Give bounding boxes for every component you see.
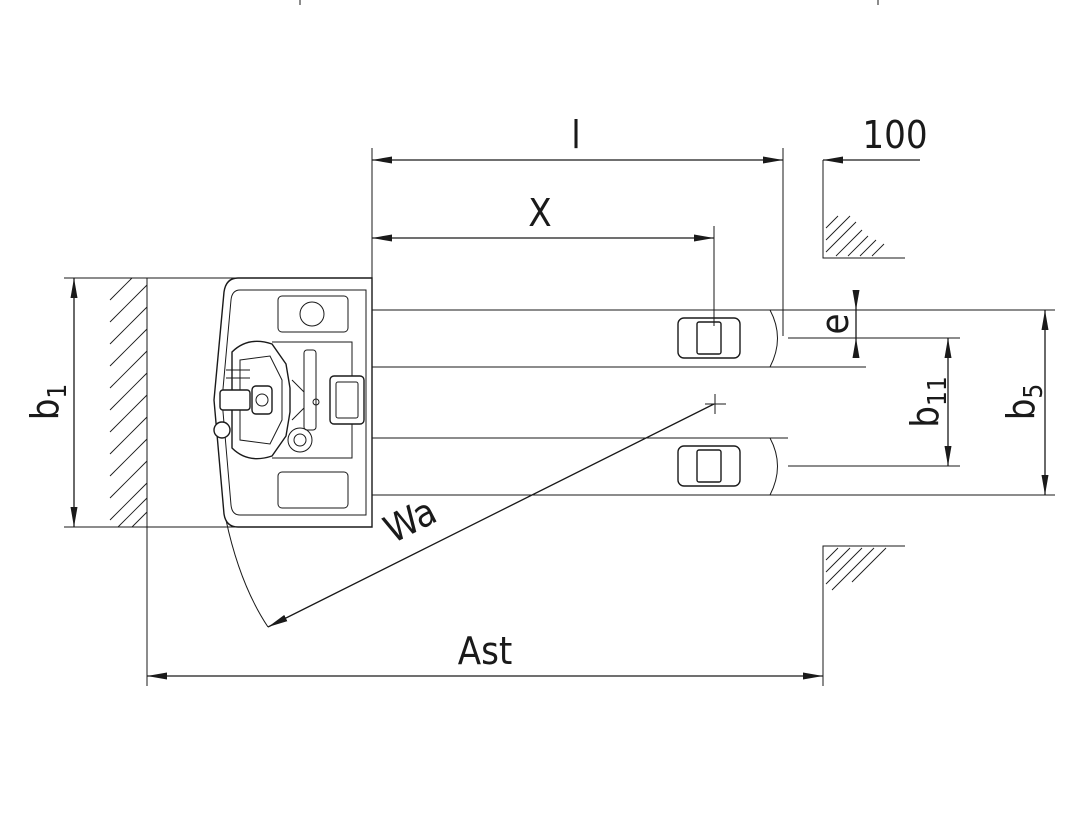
steering-tiller — [213, 340, 305, 460]
fork-spread-subscript: 11 — [923, 376, 953, 406]
dimension-fork-width: b5 — [999, 310, 1049, 495]
fork-width-label: b — [999, 399, 1043, 421]
turning-center-mark — [705, 394, 726, 414]
aisle-width-label: Ast — [458, 629, 513, 673]
length-label: l — [571, 113, 581, 157]
fork-lower — [372, 437, 1055, 496]
truck-chassis — [213, 277, 373, 528]
dimension-truck-width: b1 — [23, 277, 372, 528]
fork-spread-label: b — [903, 406, 947, 428]
svg-text:b5: b5 — [999, 384, 1049, 421]
fork-width-subscript: 5 — [1019, 384, 1049, 399]
turning-radius-label: Wa — [377, 489, 444, 552]
fork-offset-label: e — [813, 313, 857, 334]
svg-text:b11: b11 — [903, 376, 953, 427]
clearance-label: 100 — [862, 113, 927, 157]
dimension-aisle-width: Ast — [147, 629, 823, 680]
right-wall-lower — [822, 545, 905, 686]
dimension-fork-spread: b11 — [788, 338, 960, 467]
right-wall-upper — [822, 160, 905, 259]
left-wall — [109, 277, 148, 686]
truck-width-label: b — [23, 399, 67, 421]
dimension-load-center: X — [372, 191, 715, 326]
dimension-length: l — [371, 113, 784, 336]
dimension-clearance: 100 — [823, 113, 928, 164]
dimension-fork-offset: e — [788, 290, 960, 358]
truck-width-subscript: 1 — [43, 384, 73, 399]
load-center-label: X — [528, 191, 551, 235]
svg-text:b1: b1 — [23, 384, 73, 421]
